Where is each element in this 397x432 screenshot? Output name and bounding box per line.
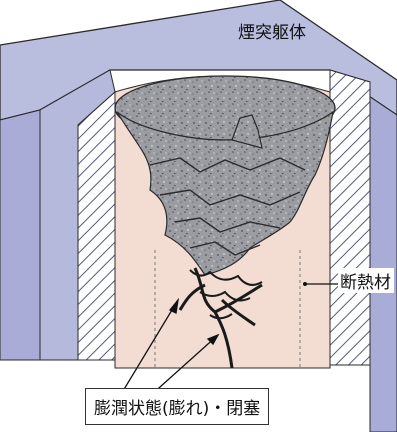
arrow-head-2 xyxy=(206,333,220,346)
insulation-right xyxy=(329,69,371,366)
chimney-body-label: 煙突躯体 xyxy=(238,23,306,43)
arrow-line-2 xyxy=(149,334,219,397)
arrow-line-1 xyxy=(119,299,179,397)
insulation-left xyxy=(77,90,116,361)
swelling-state-label: 膨潤状態(膨れ)・閉塞 xyxy=(85,388,270,425)
swollen-debris-mass xyxy=(114,75,336,369)
debris-lower-webbing xyxy=(189,269,263,320)
debris-protrusion xyxy=(231,114,263,149)
arrow-head-1 xyxy=(168,297,180,314)
insulation-leader-dot xyxy=(303,282,307,286)
debris-lower-cluster xyxy=(178,267,263,369)
chimney-left-face xyxy=(0,109,41,361)
debris-cracks xyxy=(149,157,306,256)
pointer-arrows xyxy=(119,297,220,397)
insulation-label: 断熱材 xyxy=(338,268,394,293)
